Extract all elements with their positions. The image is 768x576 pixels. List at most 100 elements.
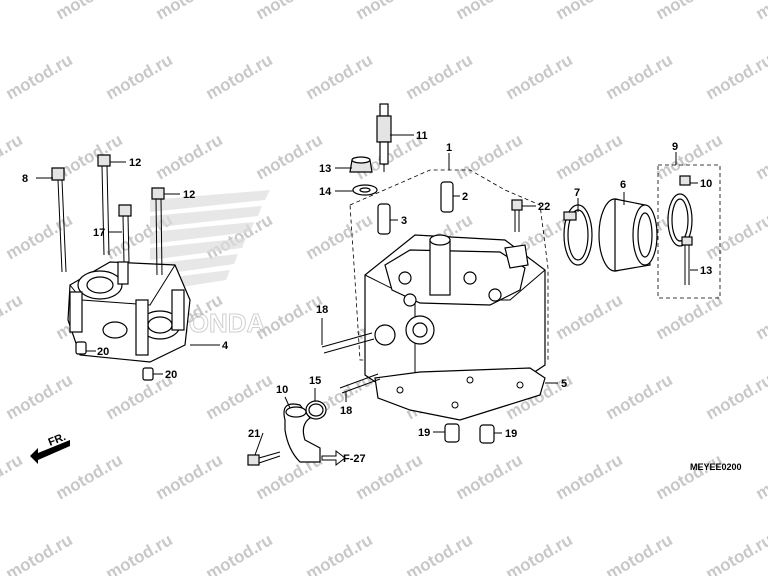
watermark-text: motod.ru [3, 530, 76, 576]
watermark-text: motod.ru [503, 50, 576, 103]
callout-2: 2 [462, 191, 468, 203]
watermark-text: motod.ru [253, 0, 326, 23]
callout-19: 20 [165, 369, 177, 381]
watermark-text: motod.ru [453, 450, 526, 503]
stud-bolt-18-upper [321, 332, 375, 354]
callout-19: 20 [97, 346, 109, 358]
watermark-text: motod.ru [553, 130, 626, 183]
watermark-text: motod.ru [553, 450, 626, 503]
watermark-text: motod.ru [753, 290, 768, 343]
callout-5: 5 [561, 378, 567, 390]
watermark-text: motod.ru [303, 210, 376, 263]
callout-13: 17 [93, 227, 105, 239]
insulator-6 [598, 198, 658, 272]
watermark-text: motod.ru [453, 0, 526, 23]
diagram-code: MEYEE0200 [690, 462, 742, 472]
watermark-text: motod.ru [653, 450, 726, 503]
watermark-text: motod.ru [503, 530, 576, 576]
callout-20: 19 [418, 427, 430, 439]
watermark-text: motod.ru [353, 0, 426, 23]
watermark-text: motod.ru [403, 530, 476, 576]
watermark-text: motod.ru [303, 530, 376, 576]
spark-plug [376, 103, 392, 172]
watermark-text: motod.ru [203, 370, 276, 423]
watermark-text: motod.ru [203, 50, 276, 103]
watermark-text: motod.ru [703, 530, 768, 576]
reference-arrow [321, 449, 346, 467]
watermark-text: motod.ru [153, 450, 226, 503]
valve-guide-2 [440, 181, 454, 213]
watermark-text: motod.ru [553, 290, 626, 343]
watermark-text: motod.ru [0, 290, 26, 343]
camshaft-holder [67, 261, 191, 363]
watermark-text: motod.ru [53, 450, 126, 503]
callout-10: 10 [276, 384, 288, 396]
callout-16: 14 [319, 186, 332, 198]
callout-20: 19 [505, 428, 517, 440]
watermark-text: motod.ru [303, 50, 376, 103]
washer-16 [352, 184, 378, 196]
cylinder-head-gasket [374, 367, 546, 421]
screw-14 [681, 236, 693, 285]
callout-11: 11 [416, 130, 428, 142]
intake-group-bracket [657, 164, 721, 299]
watermark-text: motod.ru [153, 0, 226, 23]
stud-bolt-18-lower [339, 373, 381, 394]
callout-7: 7 [574, 187, 580, 199]
bolt-13-left [51, 167, 67, 273]
watermark-text: motod.ru [653, 0, 726, 23]
bolt-13-mid [118, 204, 132, 263]
watermark-text: motod.ru [403, 50, 476, 103]
watermark-text: motod.ru [703, 50, 768, 103]
callout-1: 1 [446, 142, 452, 154]
callout-12: 12 [183, 189, 195, 201]
watermark-text: motod.ru [703, 370, 768, 423]
callout-12: 12 [129, 157, 141, 169]
watermark-text: motod.ru [453, 130, 526, 183]
watermark-text: motod.ru [103, 530, 176, 576]
reference-label: F-27 [343, 453, 366, 465]
callout-17: 15 [309, 375, 321, 387]
watermark-text: motod.ru [0, 450, 26, 503]
watermark-text: motod.ru [103, 50, 176, 103]
watermark-text: motod.ru [553, 0, 626, 23]
dowel-pins-20 [444, 423, 495, 444]
cylinder-head-bracket [349, 169, 549, 361]
callout-4: 4 [222, 340, 229, 352]
watermark-text: motod.ru [753, 130, 768, 183]
nut-15 [349, 156, 373, 173]
watermark-text: motod.ru [3, 50, 76, 103]
watermark-text: motod.ru [53, 0, 126, 23]
watermark-text: motod.ru [603, 50, 676, 103]
watermark-text: motod.ru [753, 0, 768, 23]
callout-3: 3 [401, 215, 407, 227]
bolt-12-top [97, 154, 111, 256]
bolt-22 [511, 199, 523, 232]
watermark-text: motod.ru [603, 530, 676, 576]
watermark-text: motod.ru [603, 370, 676, 423]
callout-21: 21 [248, 428, 260, 440]
callout-8: 9 [672, 141, 678, 153]
dowel-pins-19 [75, 341, 154, 381]
watermark-text: motod.ru [703, 210, 768, 263]
watermark-text: motod.ru [753, 450, 768, 503]
cylinder-head [364, 234, 546, 396]
leader-lines [36, 134, 698, 456]
watermark-text: motod.ru [153, 130, 226, 183]
callout-15: 13 [319, 163, 331, 175]
o-ring-17 [305, 400, 327, 420]
nut-9 [679, 175, 691, 186]
intake-clamp-8 [667, 193, 693, 247]
insulator-clamp-7 [563, 204, 593, 266]
bolt-21 [247, 451, 281, 466]
watermark-text: motod.ru [203, 530, 276, 576]
callout-18: 18 [340, 405, 352, 417]
watermark-text: motod.ru [0, 0, 26, 23]
watermark-text: motod.ru [3, 370, 76, 423]
callout-9: 10 [700, 178, 712, 190]
callout-6: 6 [620, 179, 626, 191]
callout-22: 22 [538, 201, 550, 213]
callout-numbers: 8 12 12 17 4 20 20 1 2 3 11 13 14 18 18 … [22, 130, 712, 440]
